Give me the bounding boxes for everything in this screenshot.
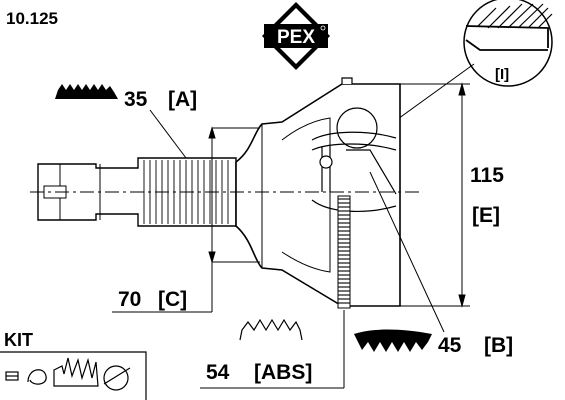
length-key: [E] <box>472 204 500 227</box>
abs-ring <box>337 195 351 309</box>
abs-key: [ABS] <box>254 361 312 384</box>
length-value: 115 <box>470 164 504 187</box>
abs-value: 54 <box>206 361 230 384</box>
part-number: 10.125 <box>6 9 58 28</box>
outer-spline-key: [A] <box>168 88 197 111</box>
kit-label: KIT <box>4 330 33 350</box>
outer-spline-gear-icon <box>55 84 118 99</box>
brand-logo-text: PEX <box>277 27 315 48</box>
shaft-diameter-key: [C] <box>158 288 187 311</box>
kit-parts-illustration <box>5 357 131 391</box>
pex-logo: PEX <box>262 2 330 70</box>
shaft-diameter-dimension <box>112 126 260 313</box>
shaft-diameter-value: 70 <box>118 288 141 311</box>
inner-spline-leader <box>369 171 445 333</box>
detail-marker-label: [I] <box>495 66 509 83</box>
inner-spline-value: 45 <box>438 334 462 357</box>
outer-spline-leader <box>149 109 187 159</box>
inner-spline-key: [B] <box>484 334 513 357</box>
kit-frame <box>0 351 147 400</box>
outer-spline-value: 35 <box>124 88 148 111</box>
inner-spline-gear-icon <box>354 329 432 352</box>
abs-gear-icon <box>239 318 303 341</box>
joint-housing <box>235 83 401 307</box>
length-dimension <box>400 82 470 308</box>
detail-callout: [I] <box>463 0 553 87</box>
